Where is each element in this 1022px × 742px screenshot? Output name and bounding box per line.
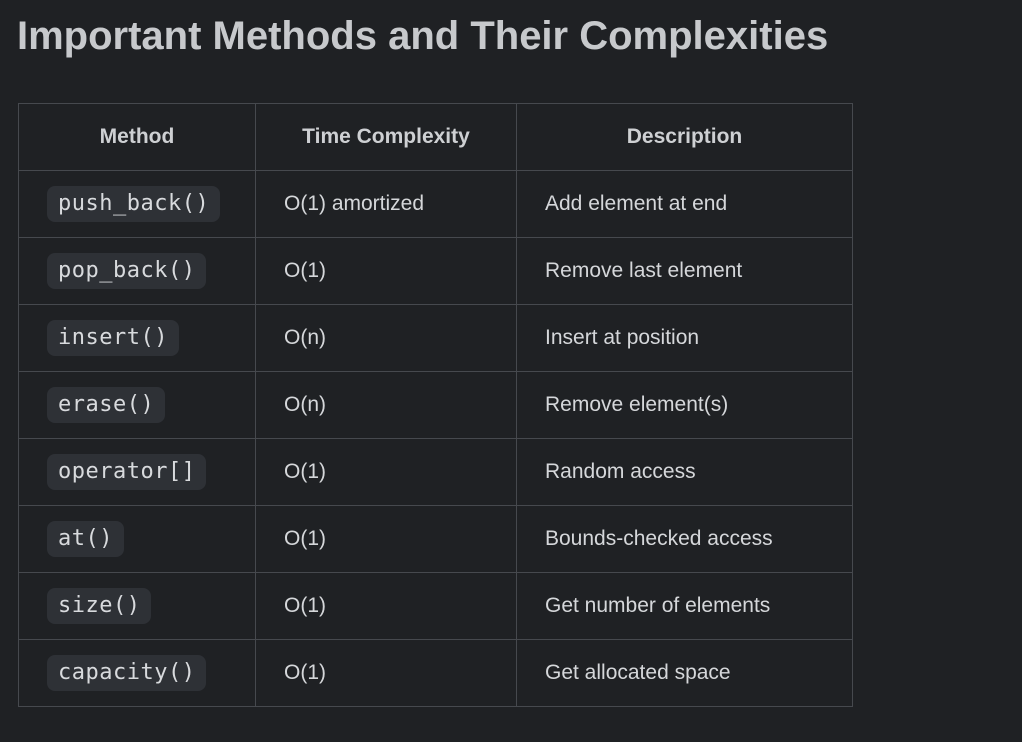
method-cell: operator[] [18, 438, 256, 506]
method-code-badge: pop_back() [47, 253, 207, 289]
complexity-cell: O(1) [255, 237, 517, 305]
complexity-cell: O(1) [255, 572, 517, 640]
description-cell: Get allocated space [516, 639, 853, 707]
page-title: Important Methods and Their Complexities [17, 14, 829, 58]
table-row: insert() O(n) Insert at position [18, 304, 853, 372]
description-cell: Random access [516, 438, 853, 506]
complexity-cell: O(1) [255, 639, 517, 707]
description-cell: Add element at end [516, 170, 853, 238]
method-code-badge: size() [47, 588, 152, 624]
method-cell: insert() [18, 304, 256, 372]
complexity-cell: O(1) amortized [255, 170, 517, 238]
method-code-badge: operator[] [47, 454, 207, 490]
description-cell: Get number of elements [516, 572, 853, 640]
method-cell: pop_back() [18, 237, 256, 305]
method-cell: erase() [18, 371, 256, 439]
table-row: operator[] O(1) Random access [18, 438, 853, 506]
table-row: capacity() O(1) Get allocated space [18, 639, 853, 707]
column-header-method: Method [18, 103, 256, 171]
method-cell: capacity() [18, 639, 256, 707]
header-row: Method Time Complexity Description [18, 103, 853, 171]
method-code-badge: insert() [47, 320, 179, 356]
table-row: at() O(1) Bounds-checked access [18, 505, 853, 573]
description-cell: Insert at position [516, 304, 853, 372]
table-row: size() O(1) Get number of elements [18, 572, 853, 640]
complexity-cell: O(n) [255, 304, 517, 372]
method-code-badge: capacity() [47, 655, 207, 691]
complexity-cell: O(1) [255, 505, 517, 573]
method-cell: at() [18, 505, 256, 573]
description-cell: Remove element(s) [516, 371, 853, 439]
method-code-badge: erase() [47, 387, 166, 423]
complexity-cell: O(n) [255, 371, 517, 439]
table-header: Method Time Complexity Description [18, 103, 853, 171]
table-row: erase() O(n) Remove element(s) [18, 371, 853, 439]
method-cell: size() [18, 572, 256, 640]
method-code-badge: at() [47, 521, 124, 557]
table-body: push_back() O(1) amortized Add element a… [18, 170, 853, 707]
table-row: pop_back() O(1) Remove last element [18, 237, 853, 305]
complexity-cell: O(1) [255, 438, 517, 506]
column-header-description: Description [516, 103, 853, 171]
method-cell: push_back() [18, 170, 256, 238]
complexity-table: Method Time Complexity Description push_… [18, 103, 853, 707]
column-header-time-complexity: Time Complexity [255, 103, 517, 171]
description-cell: Remove last element [516, 237, 853, 305]
table-row: push_back() O(1) amortized Add element a… [18, 170, 853, 238]
description-cell: Bounds-checked access [516, 505, 853, 573]
method-code-badge: push_back() [47, 186, 221, 222]
